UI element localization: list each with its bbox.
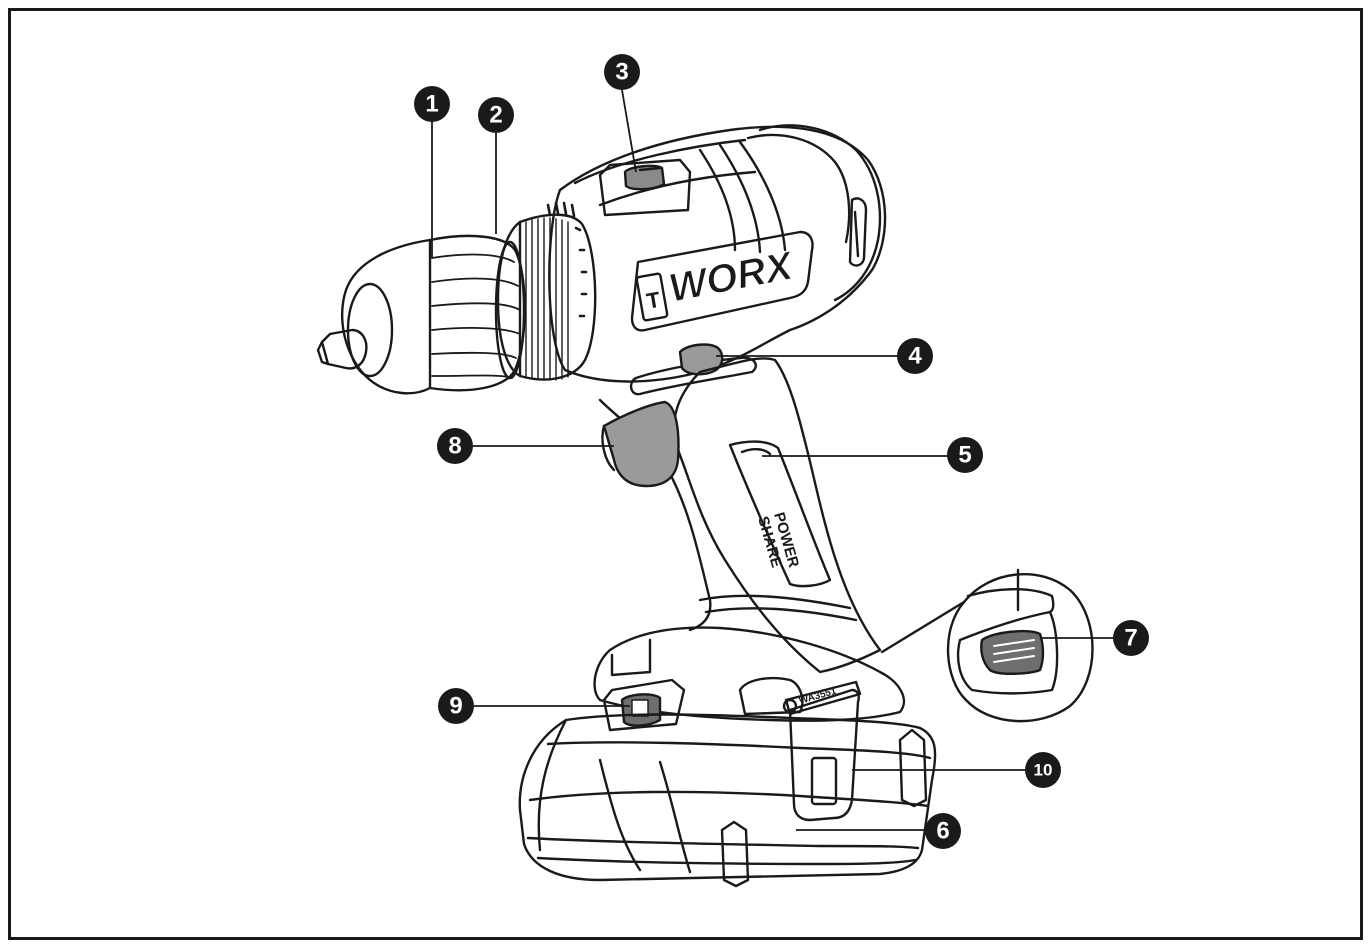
callout-4: 4 xyxy=(897,338,933,374)
callout-8: 8 xyxy=(437,428,473,464)
callout-3-label: 3 xyxy=(615,59,628,86)
callout-2: 2 xyxy=(478,97,514,133)
callout-3: 3 xyxy=(604,54,640,90)
callout-4-label: 4 xyxy=(908,343,922,370)
foot-rear-latch xyxy=(738,676,804,716)
callout-10-label: 10 xyxy=(1034,761,1053,780)
inset-circle xyxy=(946,572,1094,723)
direction-switch xyxy=(678,343,724,376)
callout-6-label: 6 xyxy=(936,818,949,845)
battery-foot-mid xyxy=(720,820,750,888)
callout-7-label: 7 xyxy=(1124,625,1137,652)
diagram-frame xyxy=(8,8,1363,940)
callout-1-label: 1 xyxy=(425,91,438,118)
handle-rear-seam-2 xyxy=(704,607,858,622)
battery-label-screw xyxy=(782,698,798,714)
battery-release-latch-slot xyxy=(810,756,838,806)
battery-mid-ridge xyxy=(528,790,930,808)
handle-body xyxy=(672,357,882,674)
housing-top-ridge xyxy=(573,138,747,185)
battery-face-curve-2 xyxy=(658,760,692,874)
battery-face-curve xyxy=(598,758,642,872)
battery-label-plate xyxy=(784,680,862,716)
brand-plate xyxy=(630,230,814,332)
foot-front-step xyxy=(610,638,652,677)
battery-base-line xyxy=(526,836,920,850)
callout-5-label: 5 xyxy=(958,442,971,469)
callout-10: 10 xyxy=(1025,752,1061,788)
motor-housing-rear-cap xyxy=(758,124,882,302)
callout-7: 7 xyxy=(1113,620,1149,656)
inset-pointer-line xyxy=(880,600,966,654)
battery-release-latch xyxy=(788,688,860,822)
callout-6: 6 xyxy=(925,813,961,849)
battery-corner-rib-left xyxy=(537,718,568,852)
handle-grip-panel-inner xyxy=(740,448,772,456)
callout-9: 9 xyxy=(438,688,474,724)
inset-housing-top xyxy=(966,588,1055,614)
led-button-icon xyxy=(631,699,649,717)
brand-badge-letter: T xyxy=(645,287,663,314)
gear-selector-slot xyxy=(638,166,662,172)
chuck-jaw-tip xyxy=(316,340,330,366)
battery-base-line-2 xyxy=(536,856,917,866)
leader-line-3 xyxy=(621,89,637,173)
rear-vent-slot-inner xyxy=(853,210,860,258)
battery-top-edge xyxy=(546,741,932,760)
motor-housing xyxy=(548,125,887,383)
callout-8-label: 8 xyxy=(448,433,461,460)
torque-scale-marks xyxy=(546,201,588,318)
callout-1: 1 xyxy=(414,86,450,122)
led-button-housing xyxy=(602,678,686,732)
inset-housing xyxy=(956,610,1059,695)
battery-label-text: WA3551 xyxy=(798,686,838,707)
trigger-front-face xyxy=(601,424,616,472)
housing-side-ridge-3 xyxy=(738,140,787,252)
trigger xyxy=(602,400,680,488)
chuck-jaws xyxy=(320,328,368,370)
torque-collar-knurling xyxy=(525,217,569,381)
motor-housing-rear-ridge xyxy=(746,133,851,244)
battery-pack xyxy=(518,713,937,882)
housing-side-ridge-1 xyxy=(698,148,737,252)
callout-9-label: 9 xyxy=(449,693,462,720)
inset-charge-button-ribs xyxy=(993,639,1035,663)
chuck-nose xyxy=(340,238,432,395)
torque-collar xyxy=(518,213,597,381)
battery-foot-right xyxy=(898,728,928,808)
callout-2-label: 2 xyxy=(489,102,502,129)
handle-rear-seam xyxy=(698,594,852,610)
gear-selector-base xyxy=(598,158,692,217)
foot-housing xyxy=(593,626,906,722)
chuck-grip-ribs xyxy=(431,253,521,379)
rear-vent-slot xyxy=(848,197,868,267)
housing-top-ridge-2 xyxy=(598,170,757,207)
callout-5: 5 xyxy=(947,437,983,473)
torque-collar-front xyxy=(496,220,522,378)
handle-grip-panel xyxy=(728,440,832,588)
brand-badge xyxy=(635,272,669,322)
inset-charge-button xyxy=(980,629,1045,675)
